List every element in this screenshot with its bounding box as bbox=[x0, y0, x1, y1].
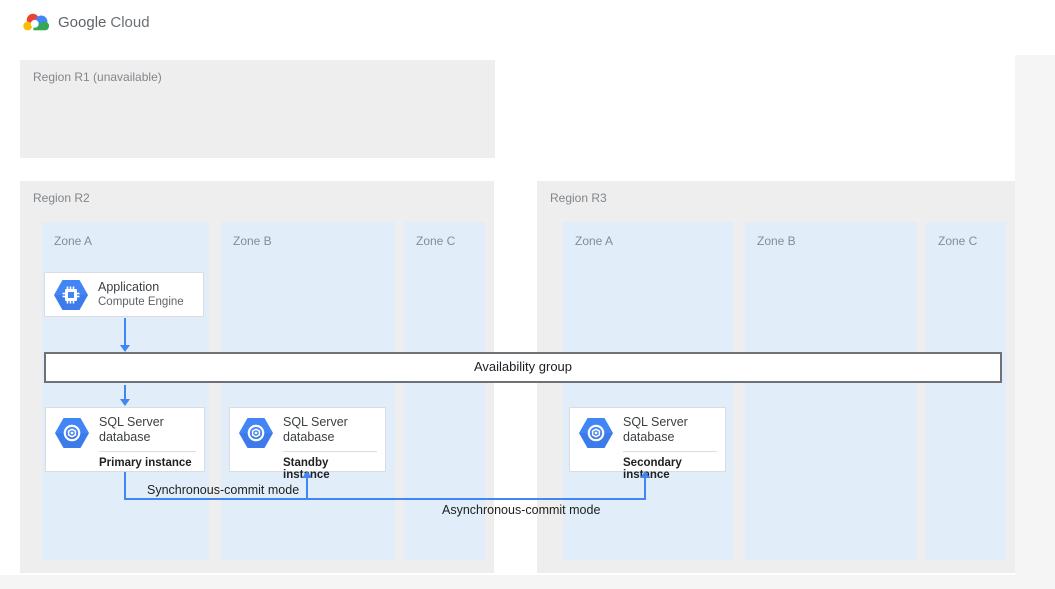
logo-word-google: Google bbox=[58, 14, 107, 31]
cloud-sql-icon bbox=[239, 418, 273, 448]
sql-secondary-node: SQL Server database Secondary instance bbox=[569, 407, 726, 481]
cloud-sql-icon bbox=[55, 418, 89, 448]
arrow-down-icon bbox=[120, 345, 130, 352]
google-cloud-logo-icon bbox=[22, 12, 50, 33]
region-r1: Region R1 (unavailable) bbox=[20, 60, 495, 158]
region-r3-zone-b: Zone B bbox=[745, 222, 917, 560]
sql-standby-node: SQL Server database Standby instance bbox=[229, 407, 386, 481]
application-title: Application bbox=[98, 280, 160, 294]
secondary-up-line bbox=[644, 477, 646, 498]
sql-standby-instance-label: Standby instance bbox=[283, 457, 330, 481]
region-r3-zone-c: Zone C bbox=[926, 222, 1006, 560]
zone-label: Zone C bbox=[416, 234, 456, 248]
region-r2-zone-b: Zone B bbox=[221, 222, 395, 560]
region-r3-label: Region R3 bbox=[550, 191, 607, 205]
zone-label: Zone B bbox=[233, 234, 272, 248]
zone-label: Zone B bbox=[757, 234, 796, 248]
sql-secondary-title: SQL Server database bbox=[623, 415, 688, 444]
synchronous-commit-label: Synchronous-commit mode bbox=[147, 483, 300, 497]
zone-label: Zone A bbox=[575, 234, 614, 248]
logo-word-cloud: Cloud bbox=[110, 14, 150, 31]
group-to-primary-line bbox=[124, 385, 126, 399]
arrow-up-icon bbox=[640, 471, 650, 478]
compute-engine-icon bbox=[54, 279, 88, 310]
divider bbox=[283, 451, 377, 452]
sql-secondary-instance-label: Secondary instance bbox=[623, 457, 682, 481]
sql-primary-node: SQL Server database Primary instance bbox=[45, 407, 205, 472]
region-r2-zone-c: Zone C bbox=[404, 222, 485, 560]
divider bbox=[623, 451, 717, 452]
cloud-sql-icon bbox=[579, 418, 613, 448]
sql-standby-title: SQL Server database bbox=[283, 415, 348, 444]
zone-label: Zone A bbox=[54, 234, 93, 248]
arrow-down-icon bbox=[120, 399, 130, 406]
region-r3-zone-a: Zone A bbox=[563, 222, 733, 560]
sql-primary-instance-label: Primary instance bbox=[99, 457, 192, 469]
region-r1-label: Region R1 (unavailable) bbox=[33, 70, 162, 84]
availability-group-bar: Availability group bbox=[44, 352, 1002, 383]
primary-down-line bbox=[124, 472, 126, 500]
sql-primary-title: SQL Server database bbox=[99, 415, 164, 444]
page-bottom-margin bbox=[0, 575, 1055, 589]
asynchronous-commit-label: Asynchronous-commit mode bbox=[442, 503, 601, 517]
divider bbox=[99, 451, 196, 452]
app-to-group-line bbox=[124, 318, 126, 345]
application-subtitle: Compute Engine bbox=[98, 296, 184, 308]
page-right-margin bbox=[1015, 55, 1055, 575]
zone-label: Zone C bbox=[938, 234, 978, 248]
standby-up-line bbox=[306, 477, 308, 498]
region-r2-label: Region R2 bbox=[33, 191, 90, 205]
commit-mode-line bbox=[124, 498, 646, 500]
application-node: Application Compute Engine bbox=[44, 272, 204, 317]
arrow-up-icon bbox=[302, 471, 312, 478]
